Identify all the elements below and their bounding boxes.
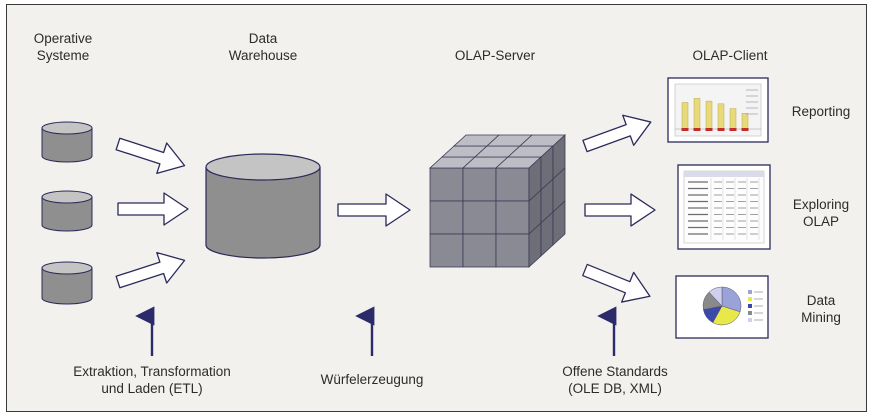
pie-slice [708,286,723,307]
reporting-bar-chart [681,89,758,131]
flow-arrow-warehouse-to-server [337,193,411,227]
report-bar-marker [693,128,701,131]
report-bar [681,102,689,130]
flow-arrow-source-2 [117,192,189,226]
flow-arrow-to-exploring [584,193,656,227]
report-bar [717,103,725,130]
report-bar-marker [717,128,725,131]
mining-screen-icon [675,275,769,339]
reporting-screen-icon [667,77,769,143]
legend-swatch [748,311,752,315]
cube-cell-front [495,233,530,268]
label-offene-standards: Offene Standards (OLE DB, XML) [562,364,668,396]
flow-arrow-source-1 [115,137,186,175]
flow-arrow-to-reporting [582,114,652,153]
cube-cell-front [462,200,497,235]
data-warehouse-cylinder-icon [205,153,321,259]
report-bar-marker [729,128,737,131]
label-wuerfelerzeugung: Würfelerzeugung [320,372,424,387]
mining-legend [748,290,763,322]
report-bar [693,98,701,130]
label-etl: Extraktion, Transformation und Laden (ET… [73,364,231,396]
exploring-data-table [684,171,764,240]
cube-cell-front [462,167,497,202]
exploring-screen-icon [677,164,771,250]
pie-slice [721,286,742,313]
flow-arrow-source-3 [115,251,186,289]
column-olap-server: OLAP-Server [454,48,536,63]
column-olap-client: OLAP-Client [692,48,768,63]
legend-swatch [748,304,752,308]
client-label-reporting: Reporting [791,104,851,119]
table-toolbar [684,171,764,177]
legend-swatch [748,290,752,294]
cube-cell-front [429,233,464,268]
column-data-warehouse: Data Warehouse [228,31,298,63]
cube-cell-front [429,167,464,202]
report-bar-marker [681,128,689,131]
legend-swatch [748,318,752,322]
cube-cell-front [462,233,497,268]
source-database-icon-2 [41,190,93,232]
cube-cell-side [552,200,566,246]
report-bar [729,108,737,130]
source-database-icon-3 [41,261,93,305]
report-bar-marker [741,128,749,131]
client-label-exploring: Exploring OLAP [792,197,850,229]
report-bar-marker [705,128,713,131]
client-label-mining: Data Mining [801,293,841,325]
column-operative-systeme: Operative Systeme [33,31,93,63]
legend-swatch [748,297,752,301]
report-bar [741,113,749,130]
cube-cell-front [495,167,530,202]
mining-pie-chart [702,286,742,326]
olap-cube-icon [428,134,567,268]
flow-arrow-to-mining [582,263,651,303]
source-database-icon-1 [41,121,93,163]
report-bar [705,100,713,130]
cube-cell-front [495,200,530,235]
cube-cell-front [429,200,464,235]
